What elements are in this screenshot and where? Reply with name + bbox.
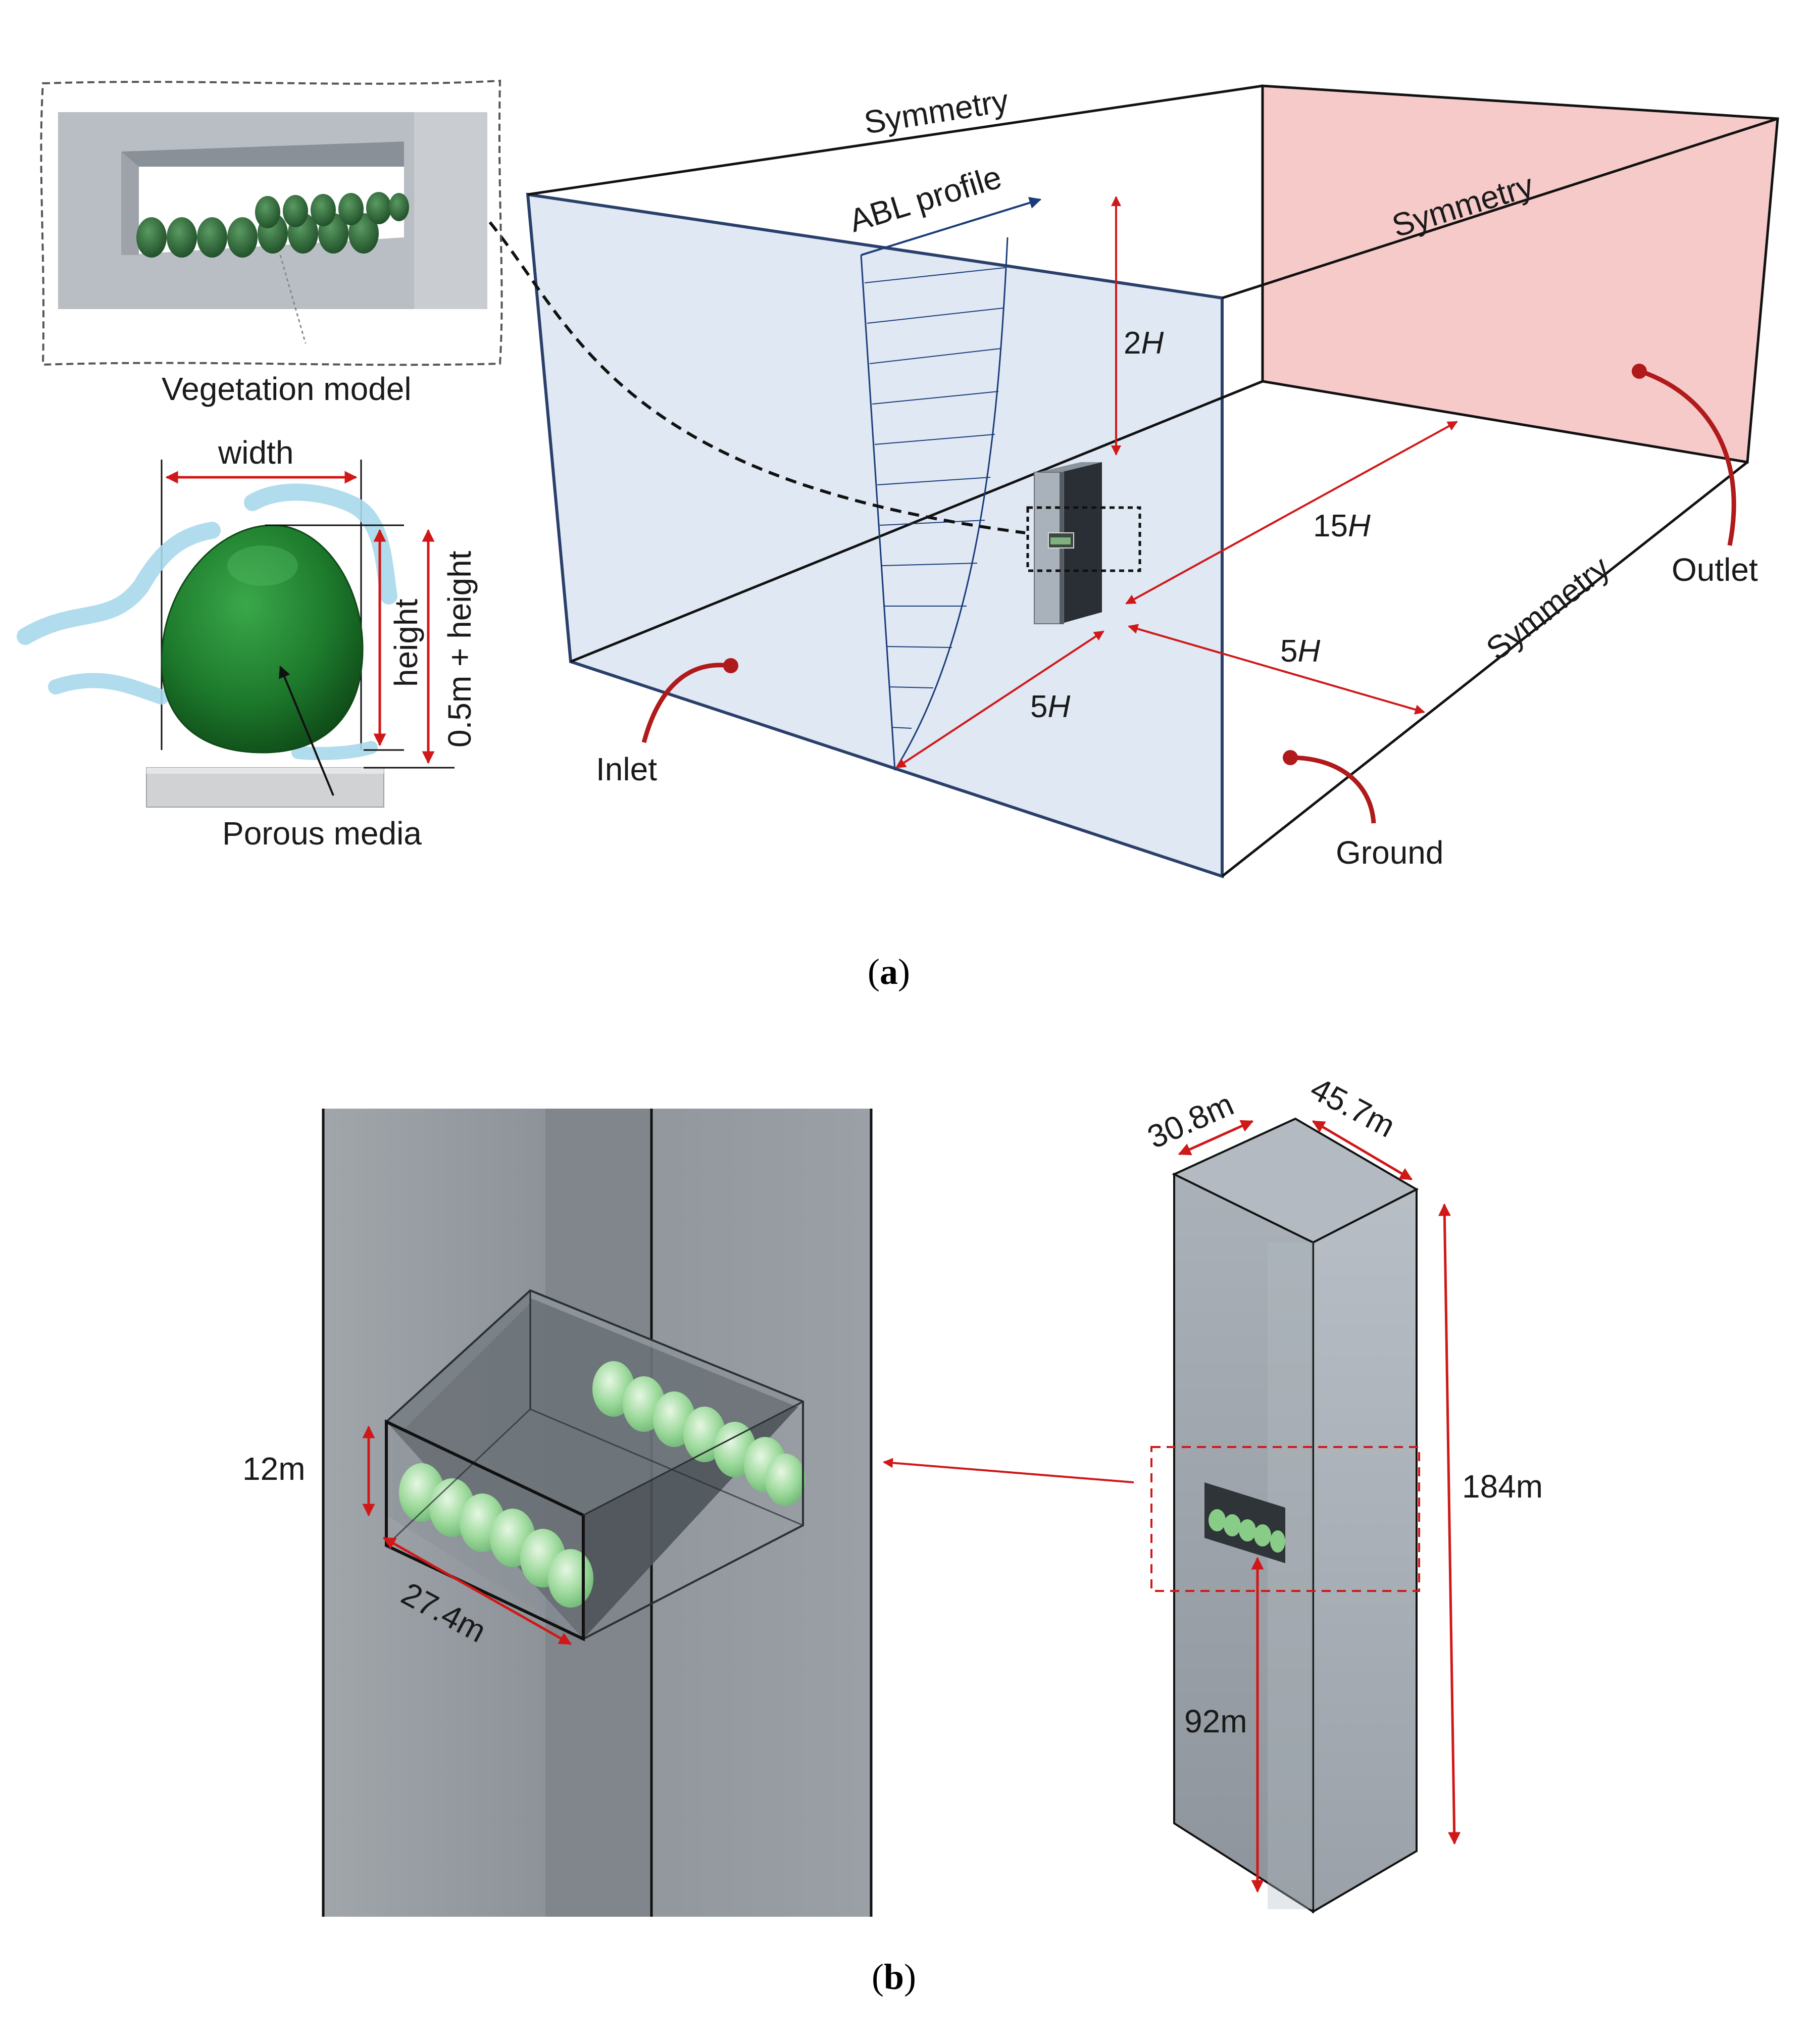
tower-height-arrow: [1438, 1203, 1461, 1845]
label-5h-side: 5H: [1280, 634, 1320, 669]
tower-zoom-box: [1150, 1446, 1420, 1592]
tower: 30.8m 45.7m 184m 92m: [1142, 1070, 1543, 1914]
label-tower-depth: 30.8m: [1142, 1086, 1239, 1156]
outlet-face: [1261, 84, 1779, 464]
top-edge-front-right: [1222, 117, 1778, 300]
label-width: width: [218, 434, 293, 471]
label-outlet: Outlet: [1672, 552, 1758, 588]
outlet-callout: Outlet: [1632, 364, 1758, 588]
label-symmetry-side: Symmetry: [1479, 549, 1616, 667]
label-opening-elevation: 92m: [1184, 1703, 1247, 1739]
domain-building: [1026, 462, 1141, 624]
panel-a: 2H 15H 5H 5H Symmetry Symmetry Symmetry …: [17, 79, 1779, 992]
dim-arrow-5h-front: [895, 630, 1104, 769]
tree-detail: width height 0.5m + height Porous media: [17, 434, 478, 852]
dim-arrow-15h: [1125, 421, 1458, 605]
caption-a: (a): [868, 952, 910, 992]
inset-tree-row: [136, 192, 409, 258]
label-porous-media: Porous media: [222, 815, 422, 852]
label-15h: 15H: [1313, 509, 1371, 543]
label-5h-front: 5H: [1030, 689, 1070, 724]
label-inlet: Inlet: [596, 751, 657, 787]
label-offset-height: 0.5m + height: [441, 551, 478, 747]
label-2h: 2H: [1124, 326, 1164, 361]
inlet-callout: Inlet: [596, 658, 738, 787]
label-abl-profile: ABL profile: [845, 159, 1005, 239]
label-height: height: [388, 599, 424, 687]
zoom-box: [1026, 506, 1141, 572]
zoomed-wall: 12m 27.4m: [242, 1109, 873, 1917]
zoom-leader: [488, 221, 1026, 534]
dim-arrow-5h-side: [1128, 624, 1425, 715]
bottom-edge-front: [1221, 461, 1748, 877]
panel-b: 12m 27.4m 30.8m: [242, 1070, 1543, 1997]
vegetation-model-inset: Vegetation model: [40, 79, 503, 407]
box-tree-row-back: [592, 1361, 806, 1506]
zoom-connector-arrow: [883, 1458, 1134, 1483]
label-symmetry-top: Symmetry: [862, 82, 1011, 141]
box-length-arrow: [382, 1536, 572, 1646]
label-box-height: 12m: [242, 1451, 306, 1487]
caption-b: (b): [872, 1957, 916, 1997]
top-edge-back-left: [527, 84, 1263, 196]
ground-callout: Ground: [1283, 750, 1443, 871]
abl-profile: [860, 196, 1042, 771]
label-ground: Ground: [1336, 834, 1443, 871]
tower-depth-arrow: [1178, 1120, 1254, 1156]
tower-opening-trees: [1209, 1509, 1285, 1553]
label-vegetation-model: Vegetation model: [162, 371, 412, 407]
tower-width-arrow: [1312, 1120, 1413, 1181]
label-tower-height: 184m: [1462, 1468, 1543, 1505]
